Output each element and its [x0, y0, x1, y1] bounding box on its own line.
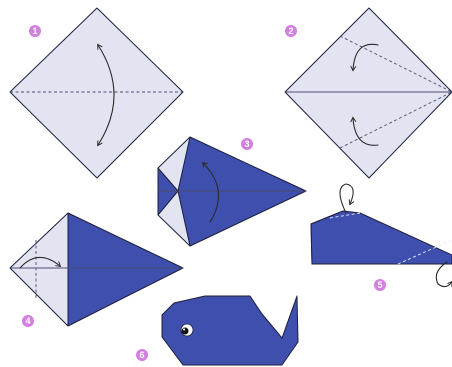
- step-2-square-paper: [285, 8, 452, 178]
- step-3: 3: [158, 137, 306, 246]
- step-1: 1: [10, 8, 183, 178]
- step-4-light-left-flap: [10, 213, 68, 326]
- step-3-blue-body: [178, 137, 306, 246]
- step-6-eye-icon: [181, 324, 193, 336]
- step-5-upper-fold-arrow-icon: [340, 184, 353, 213]
- step-2: 2: [285, 8, 452, 178]
- step-4-blue-body: [68, 213, 183, 326]
- step-6-number-badge: 6: [136, 349, 148, 361]
- step-3-number-badge: 3: [241, 138, 253, 150]
- step-5-number-badge: 5: [374, 279, 386, 291]
- step-6-number: 6: [139, 350, 144, 360]
- step-2-number: 2: [288, 26, 293, 36]
- step-5-number: 5: [377, 280, 382, 290]
- step-1-number: 1: [32, 26, 37, 36]
- step-5: 5: [311, 184, 452, 291]
- step-6: 6: [136, 296, 298, 365]
- step-2-number-badge: 2: [285, 25, 297, 37]
- step-4-number: 4: [25, 316, 30, 326]
- step-1-number-badge: 1: [29, 25, 41, 37]
- step-5-blue-body: [311, 211, 452, 264]
- step-4: 4: [10, 213, 183, 327]
- step-5-lower-fold-arrow-icon: [436, 262, 452, 287]
- step-4-number-badge: 4: [22, 315, 34, 327]
- step-3-number: 3: [244, 139, 249, 149]
